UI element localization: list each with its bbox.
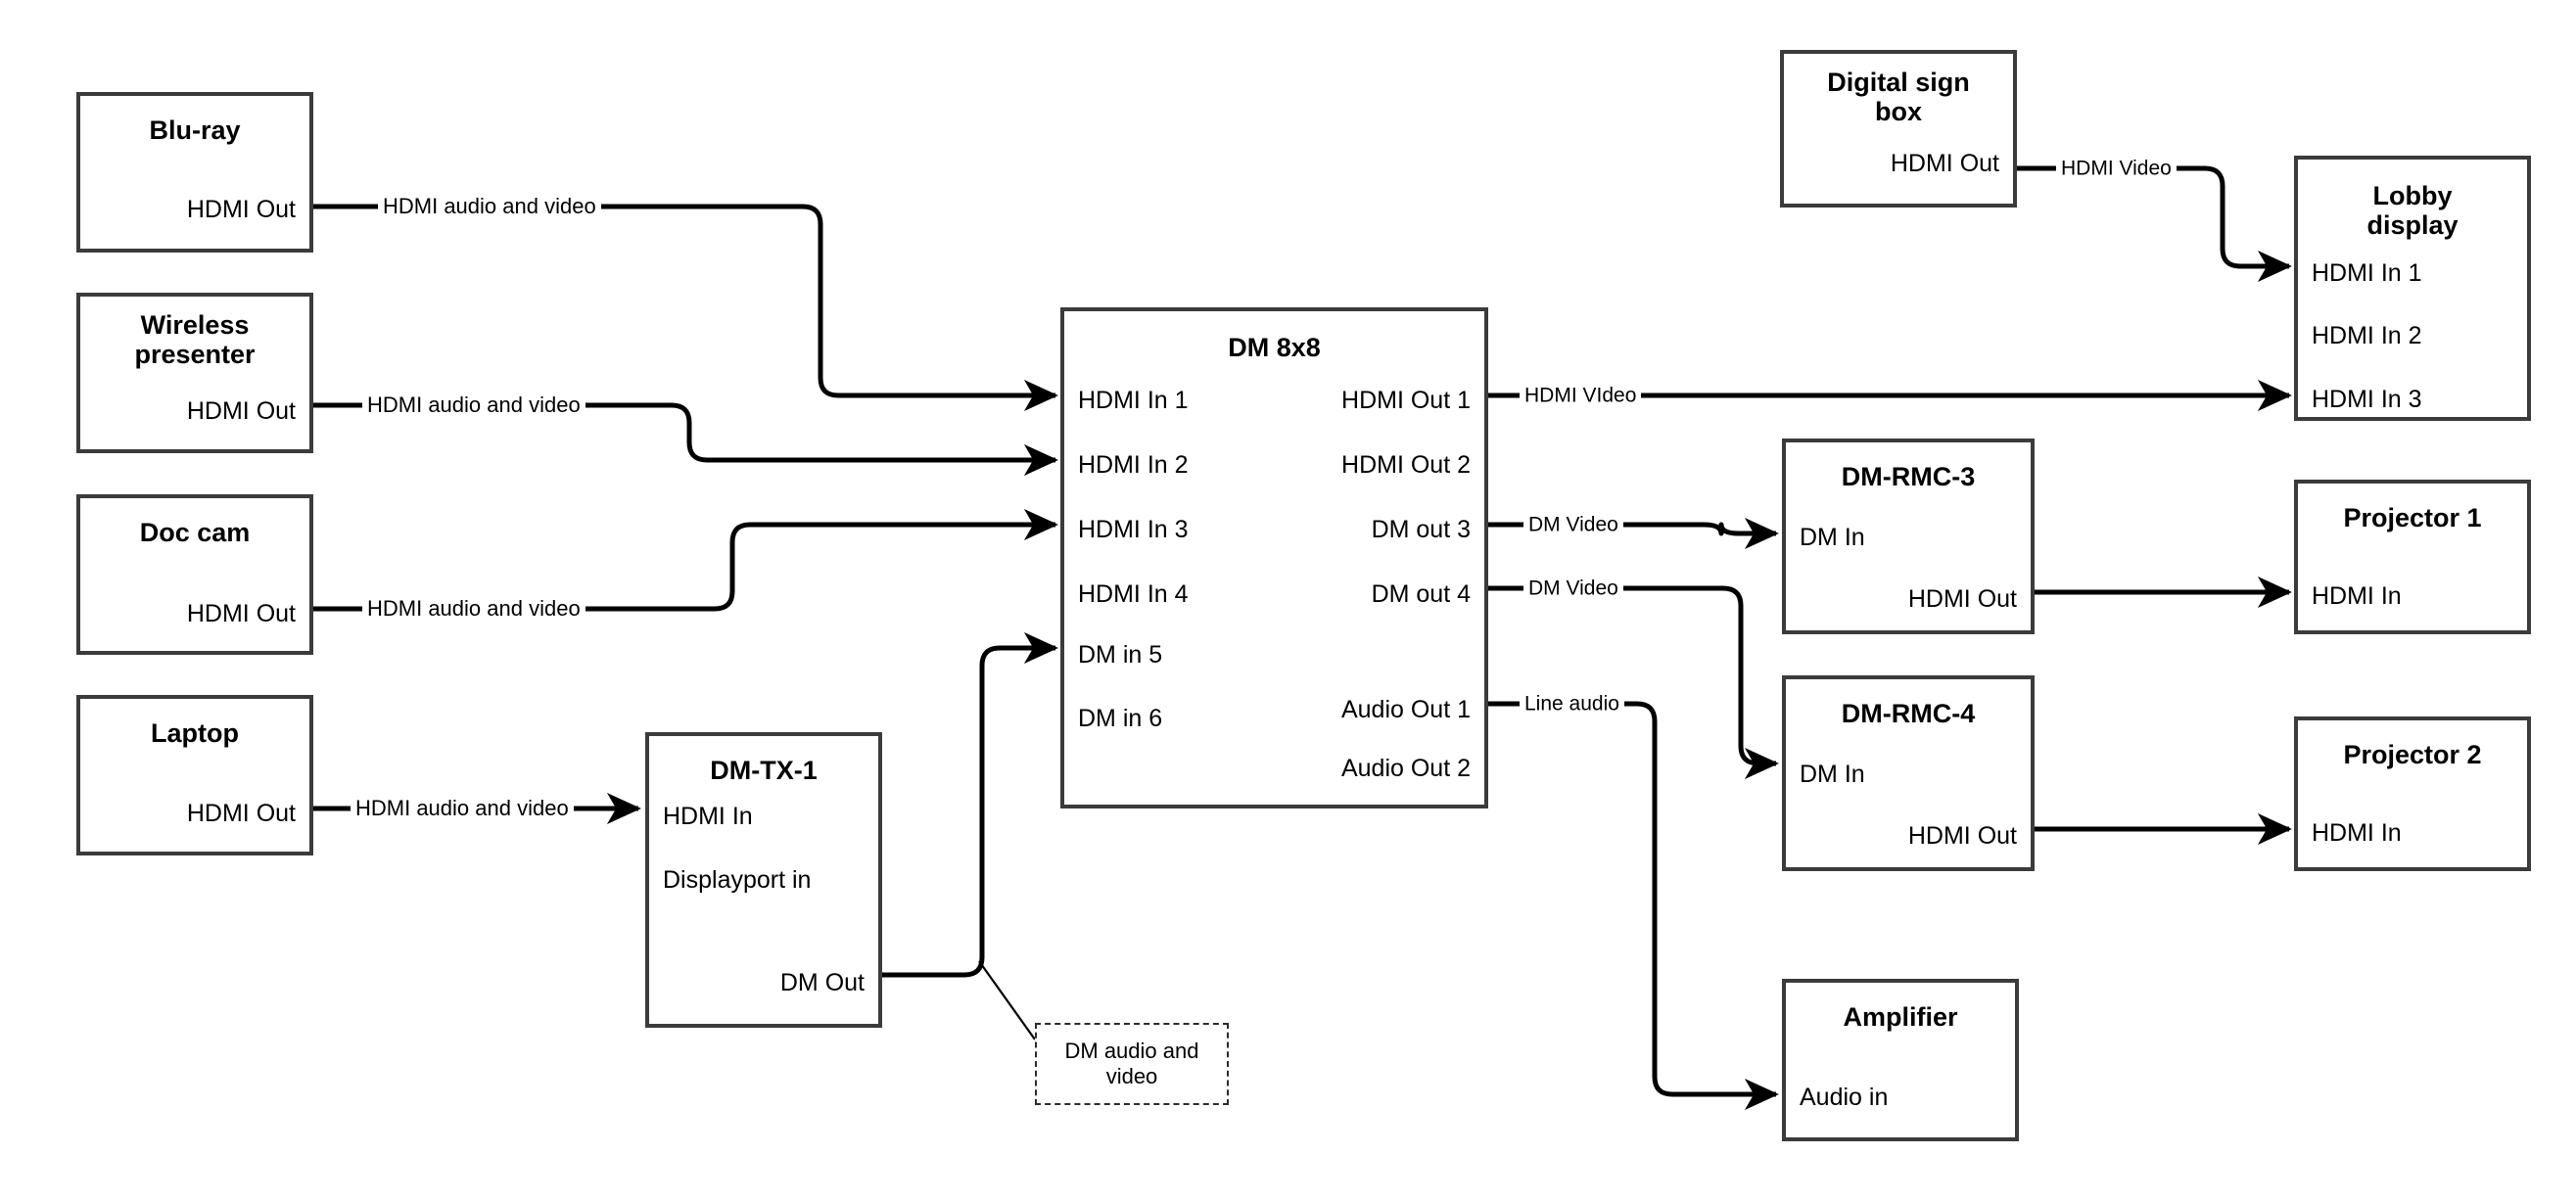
node-lobby-display-title-line2: display [2366,210,2459,240]
node-amplifier-title: Amplifier [1843,1002,1958,1032]
node-dm-8x8-output-hdmi-out-1: HDMI Out 1 [1341,387,1471,414]
node-laptop-title: Laptop [151,718,239,748]
node-doc-cam[interactable]: Doc cam HDMI Out [76,494,313,655]
node-dm-8x8-input-hdmi-in-1: HDMI In 1 [1078,387,1189,414]
node-dm-8x8-output-audio-out-1: Audio Out 1 [1340,696,1471,723]
node-dm-8x8-output-dm-out-3: DM out 3 [1371,516,1471,543]
node-wireless-presenter-title-line2: presenter [134,340,256,369]
wire-label-wireless-to-dm8x8: HDMI audio and video [362,394,585,416]
node-lobby-display-port-hdmi-in-1: HDMI In 1 [2312,259,2422,287]
wire-label-bluray-to-dm8x8: HDMI audio and video [378,196,601,217]
wire-dmtx1-to-dm8x8 [882,631,1058,978]
node-dm-8x8-input-hdmi-in-4: HDMI In 4 [1078,580,1189,608]
node-projector-1-port-hdmi-in: HDMI In [2312,582,2402,610]
wire-label-dm8x8-dmout4-to-rmc4: DM Video [1523,577,1623,599]
node-projector-1-title: Projector 1 [2343,503,2482,532]
node-dm-rmc-4-port-dm-in: DM In [1800,761,1865,788]
node-wireless-presenter-port-hdmi-out: HDMI Out [186,397,296,425]
node-dm-8x8-input-dm-in-5: DM in 5 [1078,641,1163,669]
node-wireless-presenter[interactable]: Wireless presenter HDMI Out [76,293,313,453]
node-dm-rmc-4-title: DM-RMC-4 [1841,699,1976,728]
node-dm-8x8-output-dm-out-4: DM out 4 [1371,580,1471,608]
wire-label-dm8x8-hdmiout1-to-lobby: HDMI VIdeo [1520,385,1642,406]
node-dm-8x8-title: DM 8x8 [1228,333,1321,362]
wire-label-signbox-to-lobby: HDMI Video [2056,158,2177,179]
callout-dm-audio-and-video: DM audio and video [1035,1023,1229,1105]
node-projector-2[interactable]: Projector 2 HDMI In [2294,716,2531,871]
node-digital-sign-box-port-hdmi-out: HDMI Out [1890,150,1999,177]
wire-dm8x8-dmout4-to-rmc4 [1488,585,1779,780]
node-projector-2-title: Projector 2 [2343,740,2482,769]
wire-label-laptop-to-dmtx1: HDMI audio and video [351,798,574,819]
node-dm-tx-1-port-displayport-in: Displayport in [663,866,812,894]
node-dm-rmc-3-port-hdmi-out: HDMI Out [1907,585,2017,613]
node-dm-8x8[interactable]: DM 8x8 HDMI In 1 HDMI In 2 HDMI In 3 HDM… [1060,307,1488,808]
node-laptop-port-hdmi-out: HDMI Out [186,800,296,827]
node-dm-rmc-3-title: DM-RMC-3 [1841,462,1976,491]
node-lobby-display-title-line1: Lobby [2372,181,2453,210]
wire-label-dm8x8-audioout1-to-amplifier: Line audio [1520,693,1624,715]
node-bluray-port-hdmi-out: HDMI Out [186,196,296,223]
callout-leader-line [978,960,1036,1040]
wire-bluray-to-dm8x8 [313,204,1058,412]
node-lobby-display[interactable]: Lobby display HDMI In 1 HDMI In 2 HDMI I… [2294,156,2531,421]
node-dm-8x8-input-hdmi-in-3: HDMI In 3 [1078,516,1189,543]
node-dm-rmc-4-port-hdmi-out: HDMI Out [1907,822,2017,850]
node-doc-cam-port-hdmi-out: HDMI Out [186,600,296,627]
node-dm-rmc-4[interactable]: DM-RMC-4 DM In HDMI Out [1782,675,2035,871]
node-lobby-display-port-hdmi-in-3: HDMI In 3 [2312,386,2422,413]
node-dm-8x8-output-audio-out-2: Audio Out 2 [1340,755,1471,782]
node-dm-8x8-input-hdmi-in-2: HDMI In 2 [1078,451,1189,479]
node-amplifier-port-audio-in: Audio in [1800,1084,1889,1111]
node-dm-8x8-input-dm-in-6: DM in 6 [1078,705,1163,732]
node-bluray-title: Blu-ray [149,115,241,145]
node-dm-8x8-output-hdmi-out-2: HDMI Out 2 [1341,451,1471,479]
node-digital-sign-box-title-line2: box [1874,97,1922,126]
wire-label-doccam-to-dm8x8: HDMI audio and video [362,598,585,620]
node-digital-sign-box-title-line1: Digital sign [1827,68,1970,97]
node-amplifier[interactable]: Amplifier Audio in [1782,979,2019,1141]
node-dm-rmc-3-port-dm-in: DM In [1800,524,1865,551]
node-lobby-display-port-hdmi-in-2: HDMI In 2 [2312,322,2422,349]
node-dm-tx-1-port-dm-out: DM Out [779,969,865,996]
node-dm-tx-1-title: DM-TX-1 [710,756,818,785]
node-dm-tx-1[interactable]: DM-TX-1 HDMI In Displayport in DM Out [645,732,882,1028]
node-wireless-presenter-title-line1: Wireless [140,310,250,340]
node-dm-tx-1-port-hdmi-in: HDMI In [663,803,753,830]
wire-label-dm8x8-dmout3-to-rmc3: DM Video [1523,514,1623,535]
node-doc-cam-title: Doc cam [139,518,251,547]
node-digital-sign-box[interactable]: Digital sign box HDMI Out [1780,50,2017,208]
wire-signbox-to-lobby [2017,165,2292,283]
wire-dm8x8-audioout1-to-amplifier [1488,701,1779,1111]
node-projector-2-port-hdmi-in: HDMI In [2312,819,2402,847]
node-projector-1[interactable]: Projector 1 HDMI In [2294,480,2531,634]
node-bluray[interactable]: Blu-ray HDMI Out [76,92,313,253]
node-laptop[interactable]: Laptop HDMI Out [76,695,313,855]
node-dm-rmc-3[interactable]: DM-RMC-3 DM In HDMI Out [1782,439,2035,634]
